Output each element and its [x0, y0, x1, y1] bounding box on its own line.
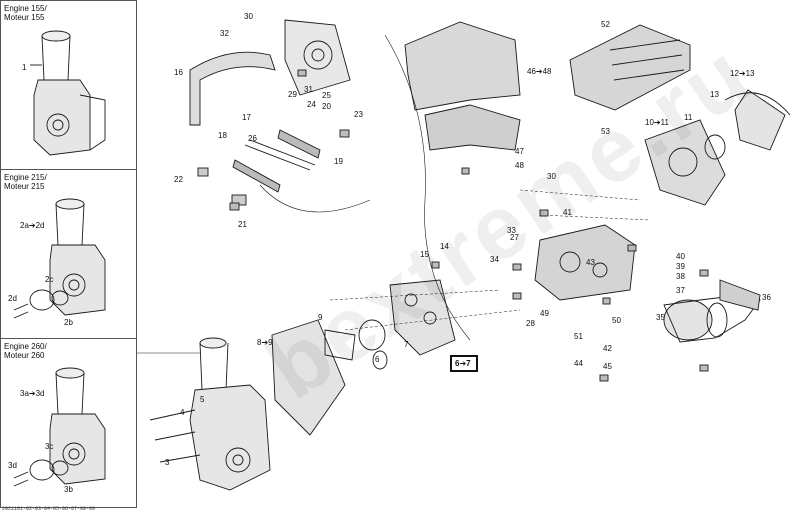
exhaust-manifold-drawing	[384, 21, 521, 341]
callout-50: 50	[612, 316, 621, 325]
engine-215-title: Engine 215/ Moteur 215	[4, 173, 47, 191]
callout-38: 38	[676, 272, 685, 281]
callout-33: 33	[507, 226, 516, 235]
callout-4: 4	[180, 408, 185, 417]
engine-155-drawing	[30, 30, 106, 156]
muffler-elbow-drawing	[663, 279, 761, 343]
callout-41: 41	[563, 208, 572, 217]
callout-18: 18	[218, 131, 227, 140]
callout-9: 9	[318, 313, 323, 322]
callout-32: 32	[220, 29, 229, 38]
callout-17: 17	[242, 113, 251, 122]
callout-11: 11	[684, 113, 693, 122]
callout-27: 27	[510, 233, 519, 242]
callout-10-11: 10➔11	[645, 118, 669, 127]
callout-24: 24	[307, 100, 316, 109]
callout-13: 13	[710, 90, 719, 99]
engine-215-drawing	[13, 198, 106, 319]
callout-47: 47	[515, 147, 524, 156]
callout-16: 16	[174, 68, 183, 77]
callout-45: 45	[603, 362, 612, 371]
callout-34: 34	[490, 255, 499, 264]
callout-30-top: 30	[244, 12, 253, 21]
hardware-drawing	[229, 69, 709, 382]
callout-37: 37	[676, 286, 685, 295]
callout-6: 6	[375, 355, 380, 364]
callout-26: 26	[248, 134, 257, 143]
callout-3c: 3c	[45, 442, 54, 451]
engine-260-title: Engine 260/ Moteur 260	[4, 342, 47, 360]
callout-44: 44	[574, 359, 583, 368]
callout-8-9: 8➔9	[257, 338, 273, 347]
callout-2b: 2b	[64, 318, 73, 327]
callout-5: 5	[200, 395, 205, 404]
callout-43: 43	[586, 258, 595, 267]
callout-3b: 3b	[64, 485, 73, 494]
callout-39: 39	[676, 262, 685, 271]
callout-30-mid: 30	[547, 172, 556, 181]
callout-14: 14	[440, 242, 449, 251]
callout-22: 22	[174, 175, 183, 184]
highlight-label: 6➔7	[455, 359, 471, 368]
callout-36: 36	[762, 293, 771, 302]
callout-23: 23	[354, 110, 363, 119]
heat-shield-drawing	[569, 24, 791, 151]
callout-53: 53	[601, 127, 610, 136]
main-engine-drawing	[149, 337, 271, 491]
callout-15: 15	[420, 250, 429, 259]
callout-7: 7	[404, 340, 409, 349]
support-bracket-drawing	[189, 19, 371, 213]
callout-29: 29	[288, 90, 297, 99]
callout-28: 28	[526, 319, 535, 328]
figure-code: 2921101-02-03-04-05-06-07-08-09	[2, 506, 96, 512]
highlight-box	[450, 355, 478, 372]
callout-2a-2d: 2a➔2d	[20, 221, 45, 230]
exhaust-outlet-drawing	[644, 119, 726, 206]
engine-260-drawing	[13, 367, 106, 487]
callout-2d: 2d	[8, 294, 17, 303]
callout-31: 31	[304, 85, 313, 94]
exhaust-plates-drawing	[271, 279, 521, 436]
callout-20-top: 20	[322, 102, 331, 111]
callout-35: 35	[656, 313, 665, 322]
callout-46-48: 46➔48	[527, 67, 552, 76]
callout-1: 1	[22, 63, 27, 72]
callout-40: 40	[676, 252, 685, 261]
callout-52: 52	[601, 20, 610, 29]
callout-3a-3d: 3a➔3d	[20, 389, 45, 398]
callout-49: 49	[540, 309, 549, 318]
callout-2c: 2c	[45, 275, 54, 284]
callout-3d: 3d	[8, 461, 17, 470]
callout-25: 25	[322, 91, 331, 100]
callout-3: 3	[165, 458, 170, 467]
engine-155-title: Engine 155/ Moteur 155	[4, 4, 47, 22]
callout-19: 19	[334, 157, 343, 166]
callout-12-13: 12➔13	[730, 69, 755, 78]
callout-48: 48	[515, 161, 524, 170]
callout-21: 21	[238, 220, 247, 229]
exhaust-collector-drawing	[519, 189, 651, 301]
callout-51: 51	[574, 332, 583, 341]
callout-42: 42	[603, 344, 612, 353]
